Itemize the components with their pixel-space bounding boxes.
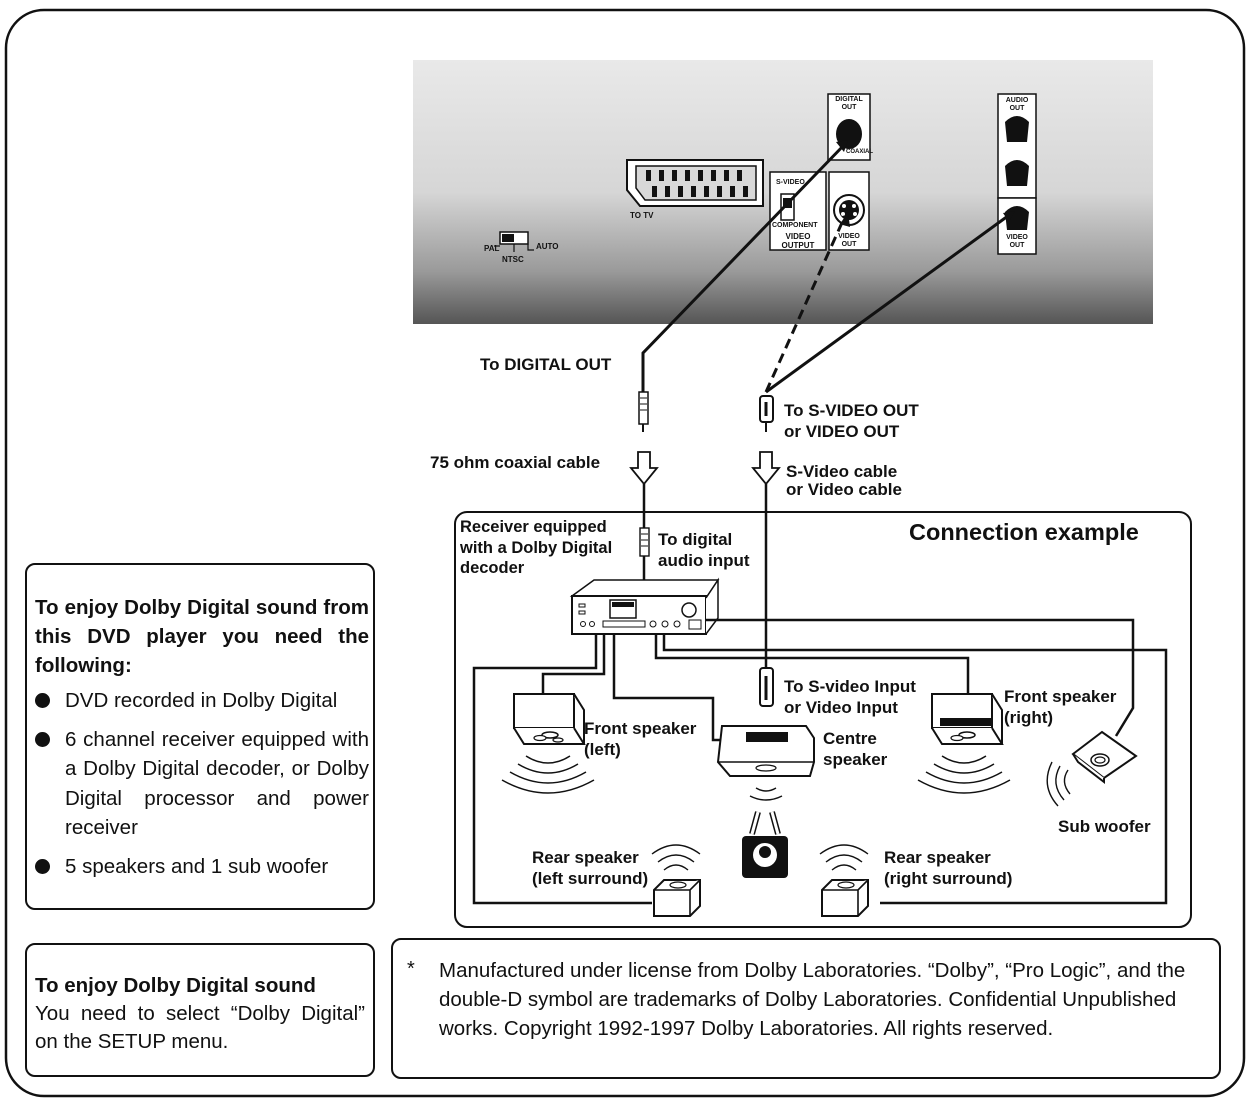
front-speaker-left-label: Front speaker(left) (584, 719, 697, 759)
front-right-sound-waves (917, 755, 1011, 794)
cables (641, 140, 1015, 395)
front-speaker-right-label: Front speaker(right) (1004, 687, 1117, 727)
to-digital-out-label: To DIGITAL OUT (480, 355, 612, 374)
s-video-out-jack (828, 171, 870, 251)
down-arrow-coax (629, 451, 659, 486)
requirements-list: DVD recorded in Dolby Digital 6 channel … (35, 686, 369, 890)
to-tv-label: TO TV (630, 211, 654, 220)
footnote-marker: * (407, 958, 415, 980)
av-receiver (569, 577, 720, 635)
digital-in-plug (639, 527, 650, 557)
requirement-item: DVD recorded in Dolby Digital (35, 686, 369, 716)
s-video-switch-label: S-VIDEO (776, 179, 805, 186)
scart-connector (626, 159, 764, 207)
connection-example-title: Connection example (909, 519, 1139, 545)
front-left-speaker (513, 693, 586, 745)
svideo-plug-top (759, 395, 774, 432)
rear-left-sound-waves (651, 844, 701, 871)
pal-ntsc-switch (494, 231, 534, 252)
setup-note-box: To enjoy Dolby Digital sound You need to… (25, 943, 375, 1077)
connection-example-frame (454, 511, 1192, 928)
requirement-item: 6 channel receiver equipped with a Dolby… (35, 725, 369, 843)
bullet-icon (35, 731, 50, 747)
coax-plug (638, 391, 649, 432)
auto-label: AUTO (536, 242, 559, 251)
rear-speaker-right-label: Rear speaker(right surround) (884, 848, 1013, 888)
rear-right-sound-waves (819, 844, 869, 871)
dvd-rear-panel (413, 60, 1153, 324)
sub-woofer (1071, 730, 1138, 785)
requirement-item: 5 speakers and 1 sub woofer (35, 852, 369, 882)
rear-speaker-left-label: Rear speaker(left surround) (532, 848, 649, 888)
svideo-plug-bottom (759, 667, 774, 707)
centre-speaker (716, 725, 815, 777)
down-arrow-svideo (751, 451, 781, 486)
coax-cable-label: 75 ohm coaxial cable (430, 453, 601, 472)
setup-note-title: To enjoy Dolby Digital sound (35, 974, 316, 997)
coaxial-label: COAXIAL (846, 149, 873, 155)
rear-left-speaker (653, 879, 701, 917)
setup-note-text: You need to select “Dolby Digital” on th… (35, 1002, 365, 1053)
requirements-title: To enjoy Dolby Digital sound from this D… (35, 596, 369, 677)
sub-woofer-label: Sub woofer (1058, 817, 1151, 836)
license-text: Manufactured under license from Dolby La… (439, 959, 1186, 1040)
audio-video-out-jacks (997, 93, 1037, 255)
ntsc-label: NTSC (502, 255, 524, 264)
bullet-icon (35, 858, 50, 874)
sub-woofer-sound-waves (1046, 761, 1071, 807)
outer-frame (4, 8, 1246, 1098)
requirements-box: To enjoy Dolby Digital sound from this D… (25, 563, 375, 910)
centre-sound-waves (749, 787, 783, 801)
pal-label: PAL (484, 244, 500, 253)
front-left-sound-waves (501, 755, 595, 794)
listener-icon (742, 811, 788, 878)
component-label: COMPONENT (772, 222, 818, 229)
license-note-box: * Manufactured under license from Dolby … (391, 938, 1221, 1079)
bullet-icon (35, 693, 50, 708)
rear-right-speaker (821, 879, 869, 917)
front-right-speaker (931, 693, 1004, 745)
